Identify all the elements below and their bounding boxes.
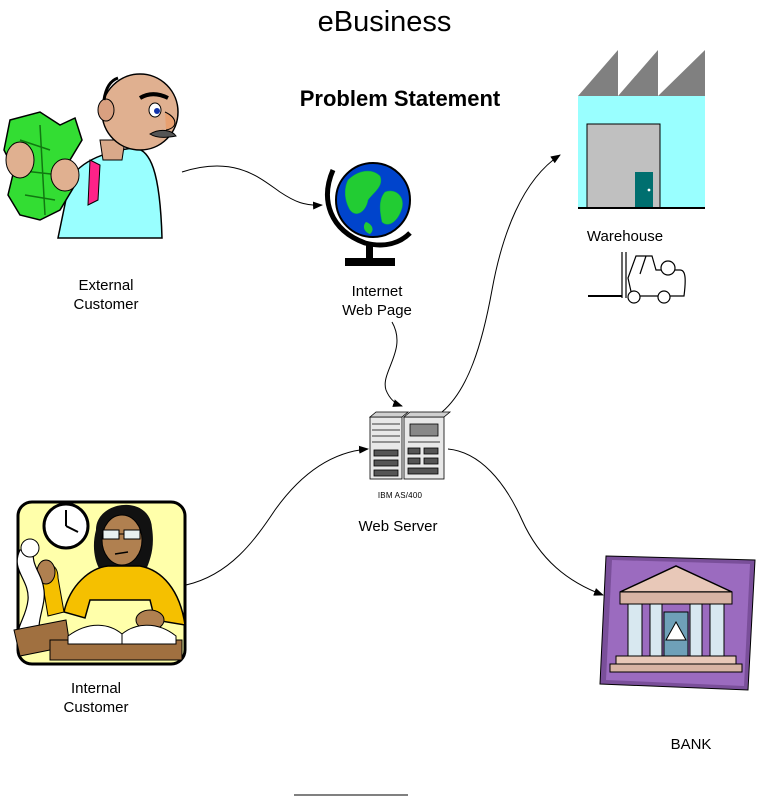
page-subtitle: Problem Statement xyxy=(299,86,501,111)
internet-label-line1: Internet xyxy=(351,283,403,300)
server-icon xyxy=(368,411,452,480)
page-title: eBusiness xyxy=(317,6,452,38)
internal-customer-label-line1: Internal xyxy=(70,680,122,697)
external-customer-label: External Customer xyxy=(46,276,166,314)
connector-customer-to-internet xyxy=(181,165,323,210)
internal-customer-figure xyxy=(13,500,187,666)
bank-building-icon xyxy=(599,555,756,691)
connector-internal-to-server xyxy=(185,445,369,586)
server-model-label: IBM AS/400 xyxy=(377,491,423,500)
external-customer-figure xyxy=(3,73,179,239)
globe-icon xyxy=(325,162,412,266)
internet-label: Internet Web Page xyxy=(317,282,437,320)
web-server-label: Web Server xyxy=(358,518,438,535)
connector-server-to-warehouse xyxy=(441,154,561,413)
internet-label-line2: Web Page xyxy=(342,302,412,319)
external-customer-label-line2: Customer xyxy=(73,296,139,313)
connector-internet-to-server xyxy=(384,321,403,407)
internal-customer-label: Internal Customer xyxy=(36,679,156,717)
warehouse-label: Warehouse xyxy=(586,228,664,245)
connector-server-to-bank xyxy=(447,448,604,596)
forklift-icon xyxy=(588,252,686,304)
connectors xyxy=(181,154,604,596)
bank-label: BANK xyxy=(670,736,712,753)
warehouse-building xyxy=(578,50,705,209)
external-customer-label-line1: External xyxy=(78,277,134,294)
internal-customer-label-line2: Customer xyxy=(63,699,129,716)
